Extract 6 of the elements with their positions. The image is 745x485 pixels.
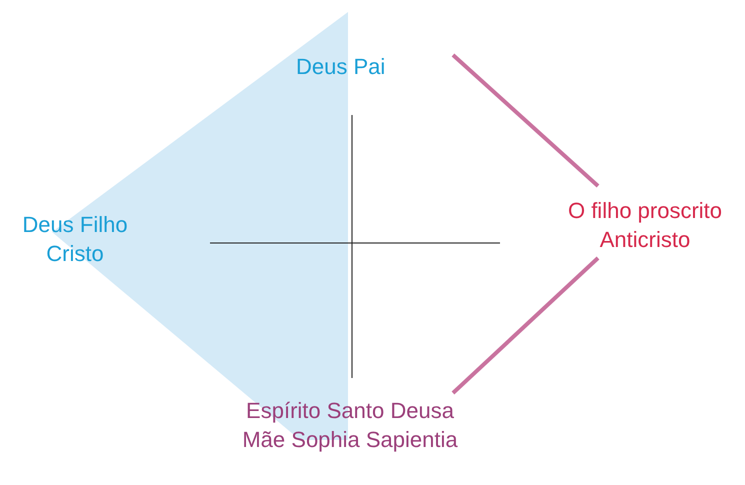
node-label: Deus Filho Cristo (0, 210, 150, 268)
connector-line (452, 256, 600, 394)
node-label: Espírito Santo Deusa Mãe Sophia Sapientia (240, 396, 460, 454)
node-label: O filho proscrito Anticristo (545, 196, 745, 254)
connector-line (452, 54, 600, 188)
node-label: Deus Pai (288, 52, 453, 81)
